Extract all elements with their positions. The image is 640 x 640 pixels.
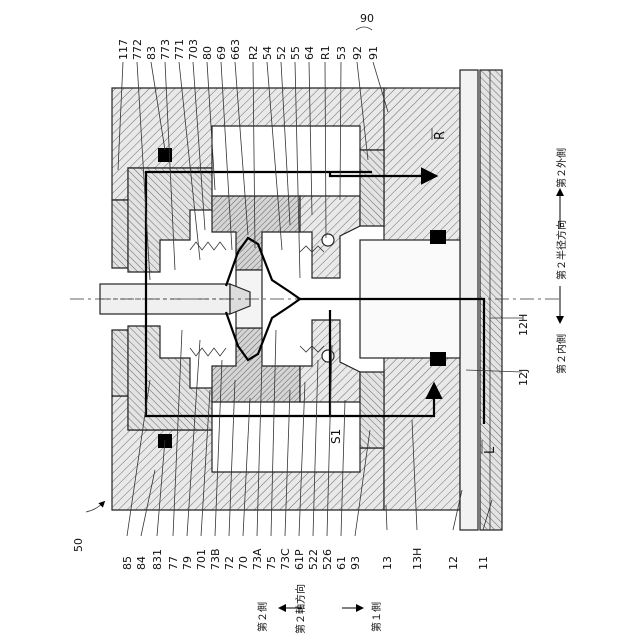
label-73C: 73C [279, 548, 292, 570]
label-90: 90 [360, 12, 374, 25]
brace-90 [356, 27, 372, 30]
label-701: 701 [195, 549, 208, 570]
radial-direction-indicator: 第２外側 第２半径方向 第２内側 [555, 148, 568, 374]
label-radial-inner: 第２内側 [555, 334, 568, 374]
label-77: 77 [167, 556, 180, 570]
label-50: 50 [72, 538, 85, 552]
label-526: 526 [321, 549, 334, 570]
label-79: 79 [181, 556, 194, 570]
label-axial-axis: 第２軸方向 [294, 584, 307, 634]
label-region-R: R [433, 131, 448, 140]
label-91: 91 [367, 46, 380, 60]
label-region-L: L [483, 446, 498, 454]
label-69: 69 [215, 46, 228, 60]
label-radial-axis: 第２半径方向 [555, 220, 568, 280]
label-92: 92 [351, 46, 364, 60]
axial-direction-indicator: 第２側 第２軸方向 第１側 [256, 584, 383, 634]
label-radial-outer: 第２外側 [555, 148, 568, 188]
label-83: 83 [145, 46, 158, 60]
label-12H: 12H [517, 314, 530, 336]
label-85: 85 [121, 556, 134, 570]
label-772: 772 [131, 39, 144, 60]
label-axial-side1: 第１側 [370, 602, 383, 632]
label-12J: 12J [517, 369, 530, 386]
label-84: 84 [135, 556, 148, 570]
label-53: 53 [335, 46, 348, 60]
label-13H: 13H [411, 548, 424, 570]
label-region-S1: S1 [329, 429, 343, 444]
label-80: 80 [201, 46, 214, 60]
label-75: 75 [265, 556, 278, 570]
label-11: 11 [477, 556, 490, 570]
label-663: 663 [229, 39, 242, 60]
label-12: 12 [447, 556, 460, 570]
label-70: 70 [237, 556, 250, 570]
label-73B: 73B [209, 548, 222, 570]
label-61: 61 [335, 556, 348, 570]
label-55: 55 [289, 46, 302, 60]
label-522: 522 [307, 549, 320, 570]
label-831: 831 [151, 549, 164, 570]
label-13: 13 [381, 556, 394, 570]
label-771: 771 [173, 39, 186, 60]
label-93: 93 [349, 556, 362, 570]
label-R1: R1 [319, 45, 332, 60]
label-117: 117 [117, 39, 130, 60]
label-773: 773 [159, 39, 172, 60]
label-703: 703 [187, 39, 200, 60]
label-72: 72 [223, 556, 236, 570]
label-52: 52 [275, 46, 288, 60]
label-64: 64 [303, 46, 316, 60]
label-73A: 73A [251, 548, 264, 570]
label-R2: R2 [247, 45, 260, 60]
label-54: 54 [261, 46, 274, 60]
label-axial-side2: 第２側 [256, 602, 269, 632]
label-61P: 61P [293, 549, 306, 570]
